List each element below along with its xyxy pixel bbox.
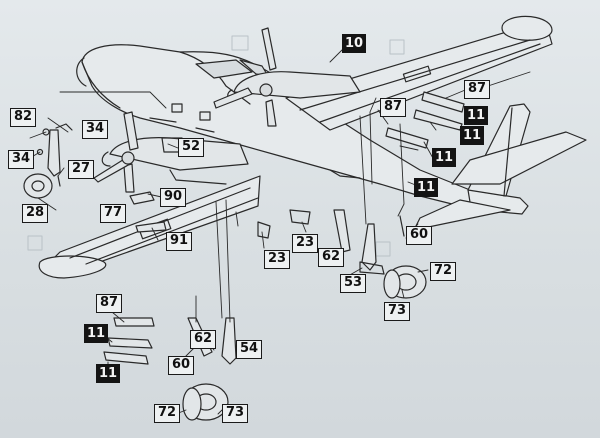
part-label-23-left: 23 [264,250,291,269]
part-label-11-c: 11 [432,148,457,167]
part-label-72-right: 72 [430,262,457,281]
part-label-87-low: 87 [96,294,123,313]
nose-gear-parts [23,123,73,199]
part-label-53: 53 [340,274,367,293]
part-label-60-right: 60 [406,226,433,245]
part-label-28: 28 [22,204,49,223]
part-label-62-right: 62 [318,248,345,267]
part-label-87-mid: 87 [380,98,407,117]
part-label-52: 52 [178,138,205,157]
part-label-72-left: 72 [154,404,181,423]
part-label-60-left: 60 [168,356,195,375]
part-label-10: 10 [342,34,367,53]
part-label-87-top: 87 [464,80,491,99]
part-label-82: 82 [10,108,37,127]
tail-assembly [413,103,587,231]
part-label-62-left: 62 [190,330,217,349]
right-wing [285,15,553,131]
loose-parts [103,91,465,365]
part-label-23-right: 23 [292,234,319,253]
part-label-73-left: 73 [222,404,249,423]
part-label-11-d: 11 [414,178,439,197]
part-label-27: 27 [68,160,95,179]
right-main-gear [333,209,427,299]
part-label-73-right: 73 [384,302,411,321]
part-label-34-left: 34 [8,150,35,169]
part-label-11-e: 11 [84,324,109,343]
part-label-34-right: 34 [82,120,109,139]
part-label-11-b: 11 [460,126,485,145]
leader-lines [29,47,531,415]
right-engine [213,27,361,127]
part-label-54: 54 [236,340,263,359]
nose-cowl [76,57,87,87]
part-label-11-f: 11 [96,364,121,383]
part-label-90: 90 [160,188,187,207]
part-label-91: 91 [166,232,193,251]
part-label-77: 77 [100,204,127,223]
part-label-11-a: 11 [464,106,489,125]
